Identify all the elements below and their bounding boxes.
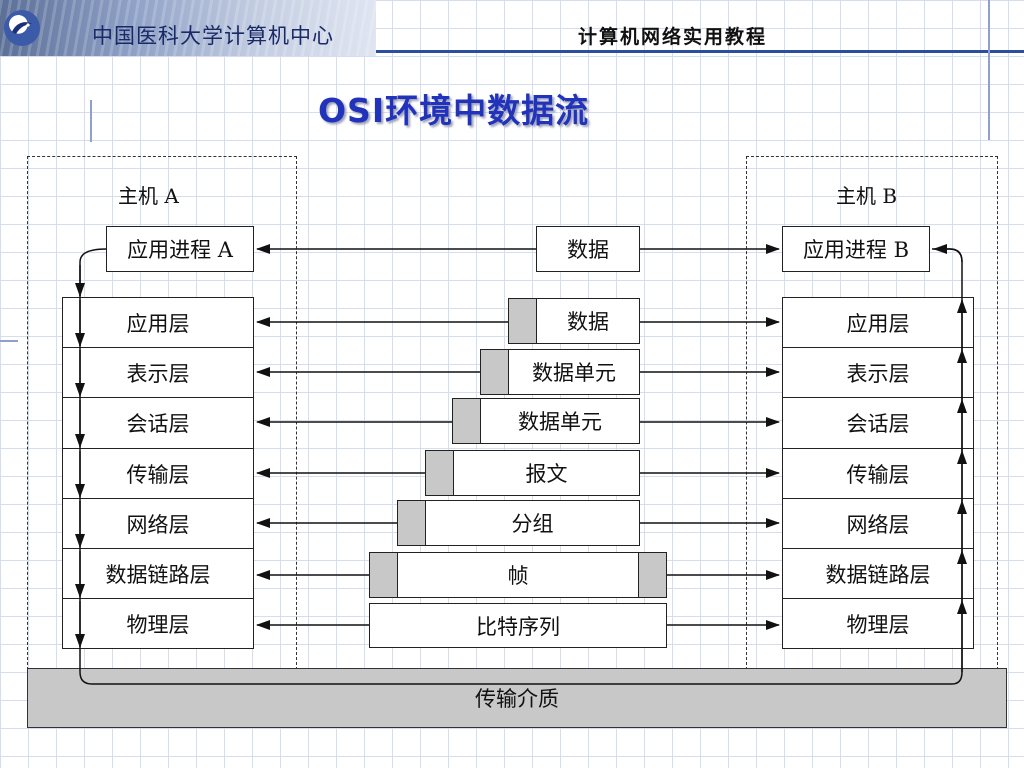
host-b-label: 主机 B <box>836 184 898 208</box>
host-b-layer-session: 会话层 <box>783 398 973 449</box>
host-b-layer-transport: 传输层 <box>783 449 973 499</box>
decorative-line <box>90 100 92 142</box>
host-a-layer-application: 应用层 <box>63 298 253 348</box>
host-a-layer-transport: 传输层 <box>63 449 253 499</box>
pdu-network: 分组 <box>397 500 640 546</box>
pdu-session: 数据单元 <box>452 398 640 444</box>
host-b-layer-application: 应用层 <box>783 298 973 348</box>
slide-header: 中国医科大学计算机中心 计算机网络实用教程 <box>0 0 1024 58</box>
host-a-label: 主机 A <box>118 184 179 208</box>
process-data-unit: 数据 <box>536 226 640 272</box>
host-b-layer-stack: 应用层 表示层 会话层 传输层 网络层 数据链路层 物理层 <box>782 297 974 649</box>
pdu-header-block <box>398 501 426 545</box>
pdu-header-block <box>453 399 481 443</box>
host-a-layer-presentation: 表示层 <box>63 348 253 398</box>
pdu-network-label: 分组 <box>511 512 554 536</box>
host-a-layer-physical: 物理层 <box>126 613 190 637</box>
pdu-physical: 比特序列 <box>369 603 667 648</box>
pdu-header-block <box>509 299 537 343</box>
pdu-datalink: 帧 <box>369 552 667 598</box>
host-b-layer-presentation: 表示层 <box>783 348 973 398</box>
pdu-transport: 报文 <box>425 450 640 496</box>
pdu-application: 数据 <box>508 298 640 344</box>
host-b-layer-datalink: 数据链路层 <box>783 549 973 599</box>
header-divider <box>376 50 1024 53</box>
header-banner: 中国医科大学计算机中心 <box>0 0 376 56</box>
to-process-b-arrow <box>933 244 963 263</box>
host-b-layer-physical: 物理层 <box>846 613 910 637</box>
pdu-presentation: 数据单元 <box>480 349 640 395</box>
pdu-physical-label: 比特序列 <box>476 614 560 639</box>
pdu-session-label: 数据单元 <box>518 410 602 434</box>
pdu-trailer-block <box>638 553 666 597</box>
host-a-layer-stack: 应用层 表示层 会话层 传输层 网络层 数据链路层 物理层 <box>62 297 254 649</box>
host-b-layer-network: 网络层 <box>783 499 973 549</box>
university-logo-icon <box>4 10 40 46</box>
decorative-line <box>0 340 18 342</box>
org-name: 中国医科大学计算机中心 <box>92 24 334 48</box>
pdu-transport-label: 报文 <box>525 462 568 486</box>
host-b-process: 应用进程 B <box>782 226 930 272</box>
decorative-line <box>988 0 990 140</box>
pdu-header-block <box>481 350 509 394</box>
host-a-layer-session: 会话层 <box>63 398 253 449</box>
pdu-datalink-label: 帧 <box>507 564 529 588</box>
pdu-header-block <box>370 553 398 597</box>
course-title: 计算机网络实用教程 <box>578 26 768 48</box>
pdu-presentation-label: 数据单元 <box>532 361 616 385</box>
host-a-layer-network: 网络层 <box>63 499 253 549</box>
host-a-process: 应用进程 A <box>106 226 254 272</box>
transmission-medium: 传输介质 <box>27 668 1007 728</box>
host-a-layer-datalink: 数据链路层 <box>63 549 253 599</box>
pdu-application-label: 数据 <box>567 310 609 334</box>
pdu-header-block <box>426 451 454 495</box>
slide-title: OSI环境中数据流 <box>318 91 590 130</box>
